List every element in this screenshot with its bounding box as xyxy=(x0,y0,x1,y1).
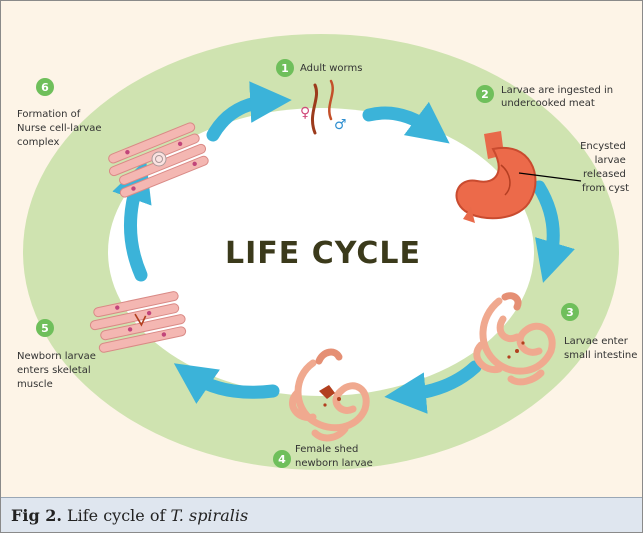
step-1-badge: 1 xyxy=(276,59,294,77)
nurse-cell-larva xyxy=(152,152,166,166)
svg-text:5: 5 xyxy=(41,322,49,335)
life-cycle-diagram: LIFE CYCLE ♀ ♂ xyxy=(1,1,642,497)
svg-text:6: 6 xyxy=(41,81,49,94)
female-symbol: ♀ xyxy=(300,105,310,121)
step-1-label: Adult worms xyxy=(300,63,362,74)
svg-text:3: 3 xyxy=(566,306,574,319)
caption-label: Fig 2. xyxy=(11,506,62,525)
step-6-badge: 6 xyxy=(36,78,54,96)
caption-species: T. spiralis xyxy=(170,506,248,525)
step-3-badge: 3 xyxy=(561,303,579,321)
center-title: LIFE CYCLE xyxy=(225,236,421,271)
step-5-badge: 5 xyxy=(36,319,54,337)
diagram-panel: LIFE CYCLE ♀ ♂ xyxy=(1,1,642,497)
figure-caption: Fig 2. Life cycle of T. spiralis xyxy=(11,506,248,525)
svg-text:2: 2 xyxy=(481,88,489,101)
svg-text:1: 1 xyxy=(281,62,289,75)
caption-bar: Fig 2. Life cycle of T. spiralis xyxy=(1,497,642,533)
male-symbol: ♂ xyxy=(334,117,347,133)
svg-text:4: 4 xyxy=(278,453,286,466)
caption-text: Life cycle of xyxy=(62,506,171,525)
step-2-badge: 2 xyxy=(476,85,494,103)
step-4-badge: 4 xyxy=(273,450,291,468)
